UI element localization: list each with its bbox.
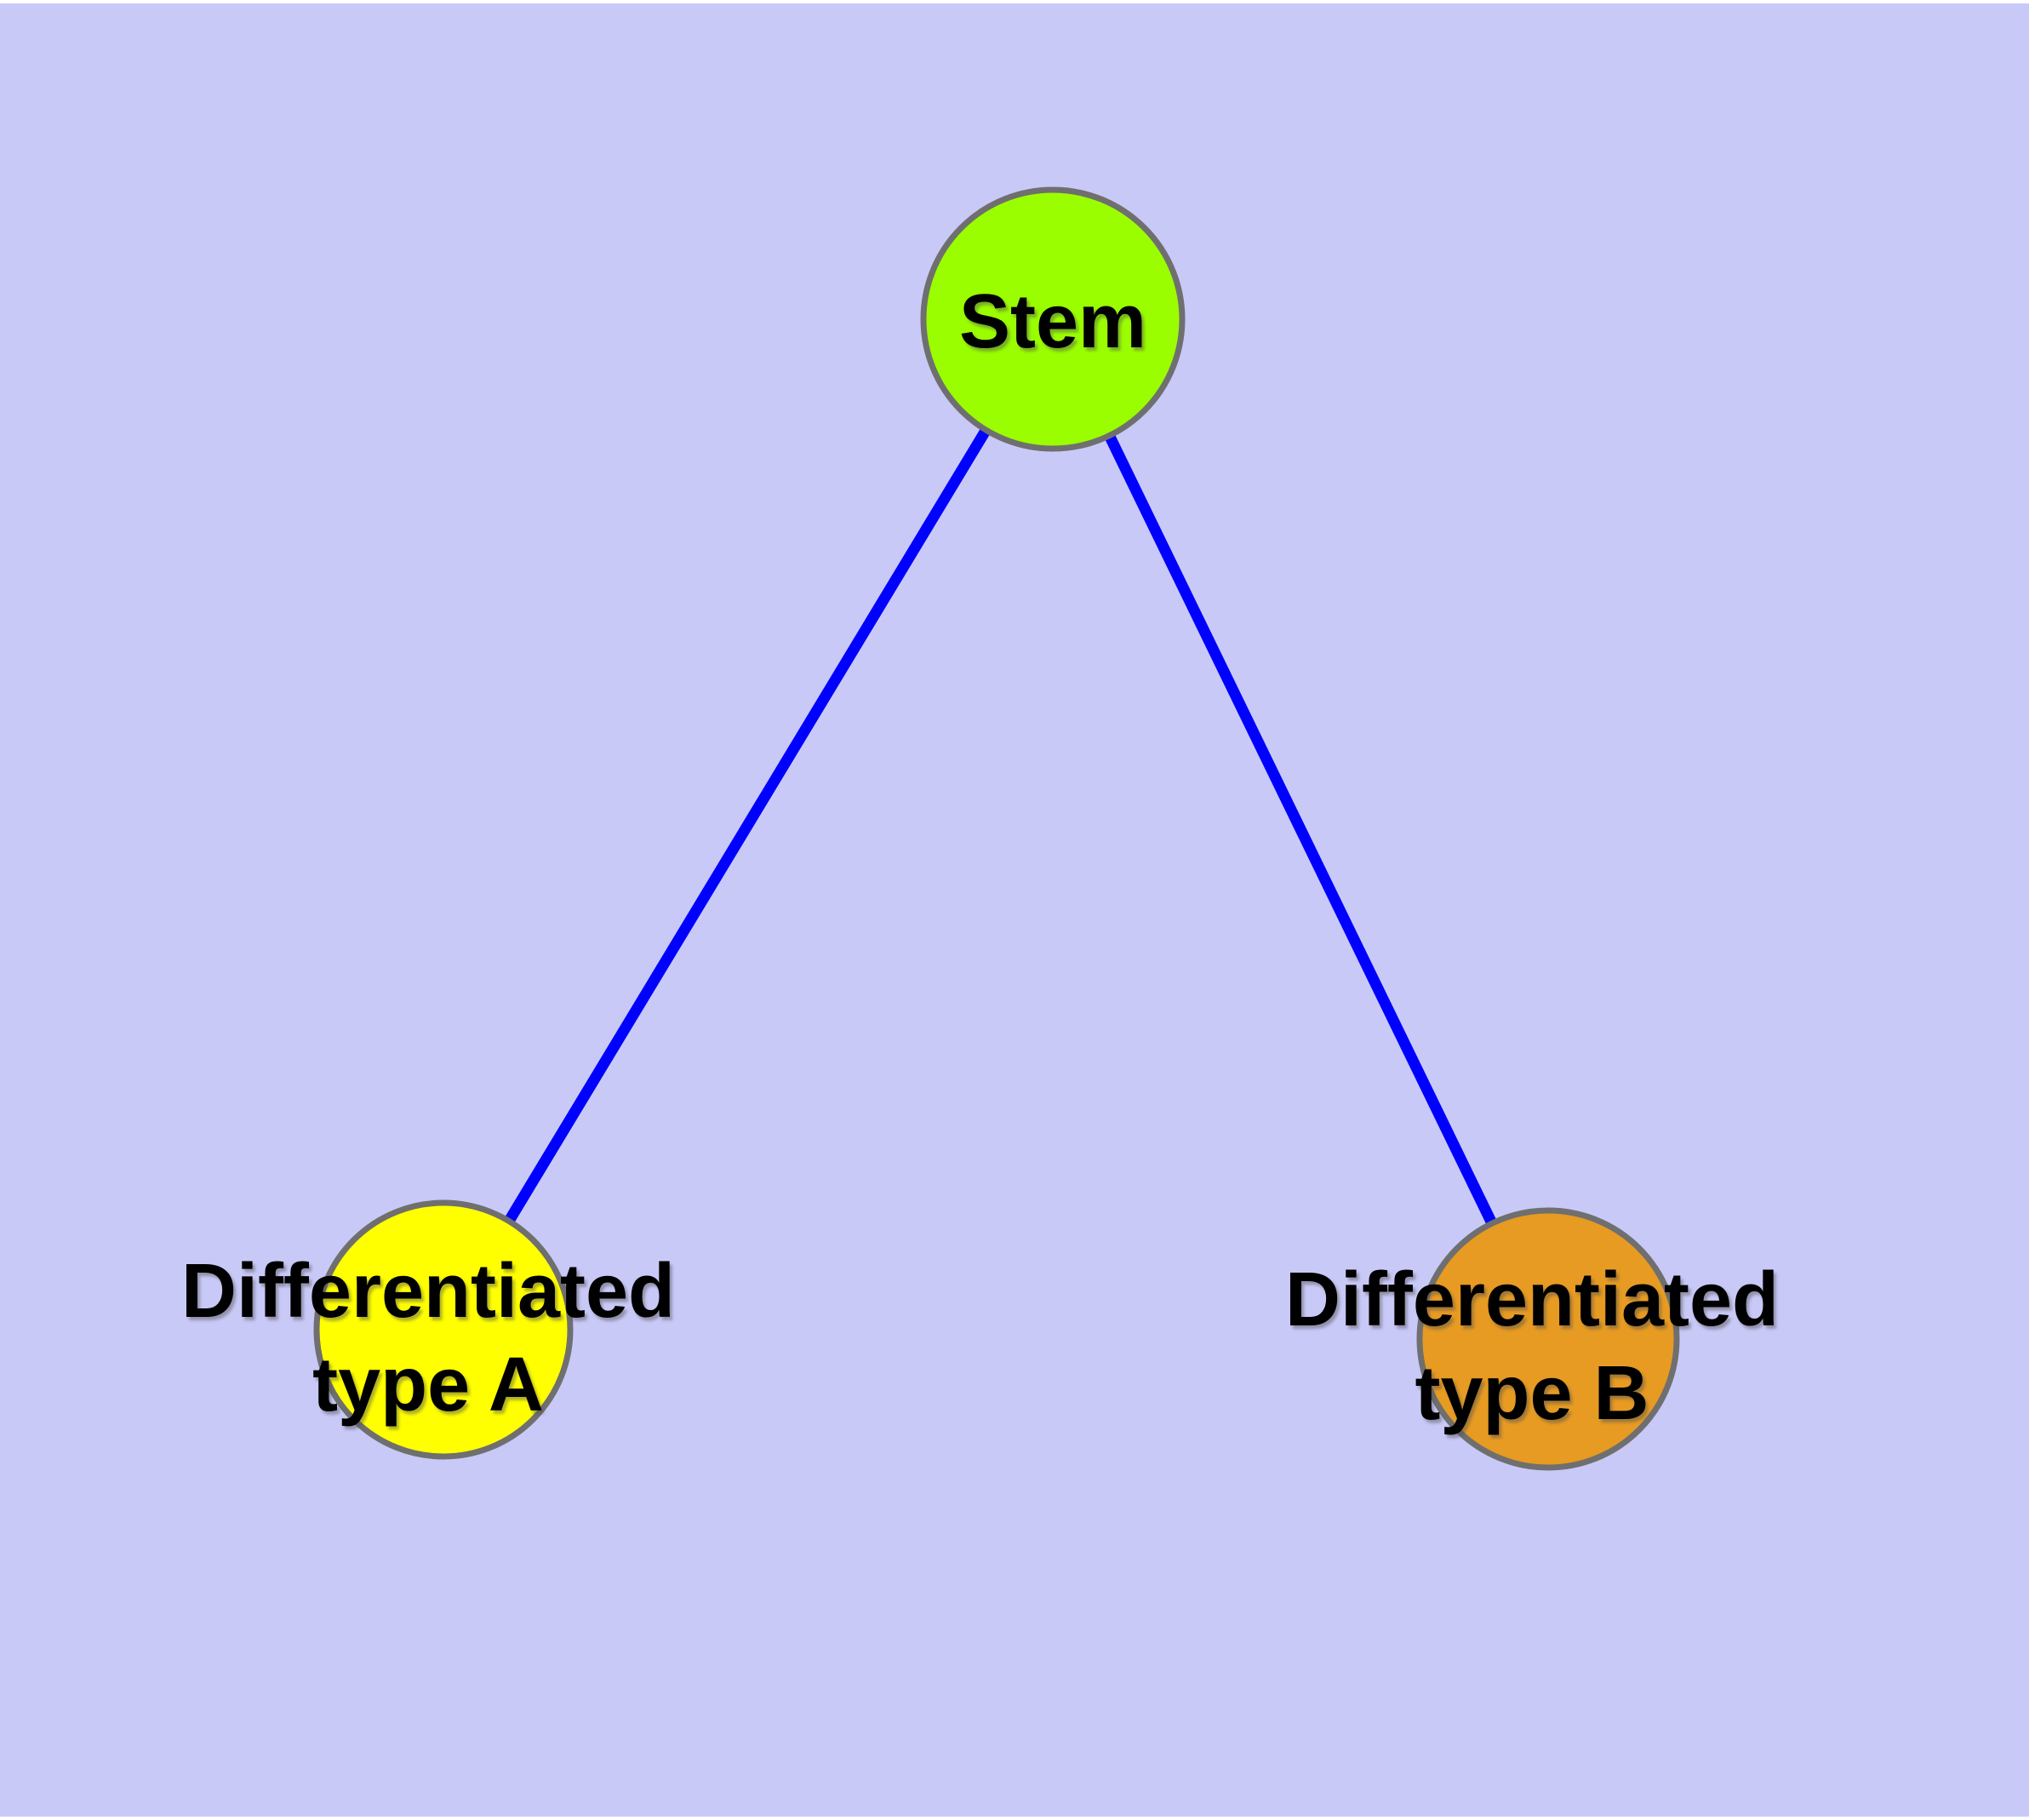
node-type-a-label-line1: Differentiated <box>181 1249 675 1334</box>
node-differentiated-type-b <box>1416 1207 1680 1471</box>
node-type-b-label-line1: Differentiated <box>1285 1257 1779 1342</box>
node-stem-label: Stem <box>959 279 1146 364</box>
node-type-b-label-line2: type B <box>1415 1351 1649 1436</box>
edge-stem-to-type-b <box>1048 317 1553 1342</box>
node-type-a-label-line2: type A <box>312 1342 544 1428</box>
node-stem <box>920 186 1186 452</box>
edge-stem-to-type-a <box>438 316 1058 1333</box>
node-differentiated-type-a <box>313 1199 574 1460</box>
